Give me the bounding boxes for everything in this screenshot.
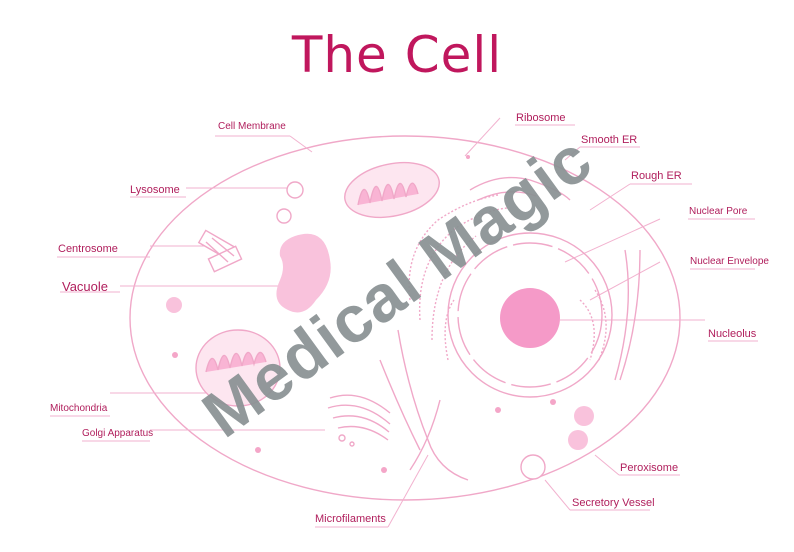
- lysosome: [286, 181, 304, 199]
- page-title: The Cell: [291, 26, 503, 84]
- label-smooth-er: Smooth ER: [581, 134, 638, 146]
- centrosome: [197, 229, 243, 273]
- mitochondrion-bottom: [195, 329, 281, 407]
- smooth-er: [469, 176, 571, 201]
- label-nuclear-pore: Nuclear Pore: [689, 206, 748, 217]
- microfilaments: [379, 249, 641, 481]
- nuclear-envelope: [447, 232, 613, 398]
- vacuole: [276, 233, 331, 313]
- label-golgi-apparatus: Golgi Apparatus: [82, 428, 154, 439]
- label-mitochondria: Mitochondria: [50, 403, 108, 414]
- secretory-vessel: [520, 454, 546, 480]
- label-vacuole: Vacuole: [62, 279, 109, 294]
- label-cell-membrane: Cell Membrane: [218, 121, 286, 132]
- golgi-apparatus: [327, 394, 391, 447]
- label-peroxisome: Peroxisome: [620, 462, 679, 474]
- label-lysosome: Lysosome: [130, 184, 180, 196]
- label-ribosome: Ribosome: [516, 112, 566, 124]
- label-nuclear-envelope: Nuclear Envelope: [690, 256, 769, 267]
- label-nucleolus: Nucleolus: [708, 328, 757, 340]
- mitochondrion-top: [344, 161, 440, 219]
- cell-membrane: [129, 135, 681, 501]
- label-microfilaments: Microfilaments: [315, 513, 386, 525]
- nucleolus: [500, 288, 560, 348]
- label-rough-er: Rough ER: [631, 170, 682, 182]
- label-centrosome: Centrosome: [58, 243, 118, 255]
- label-secretory-vessel: Secretory Vessel: [572, 497, 655, 509]
- leader-lines: [50, 117, 758, 528]
- peroxisome: [574, 406, 594, 426]
